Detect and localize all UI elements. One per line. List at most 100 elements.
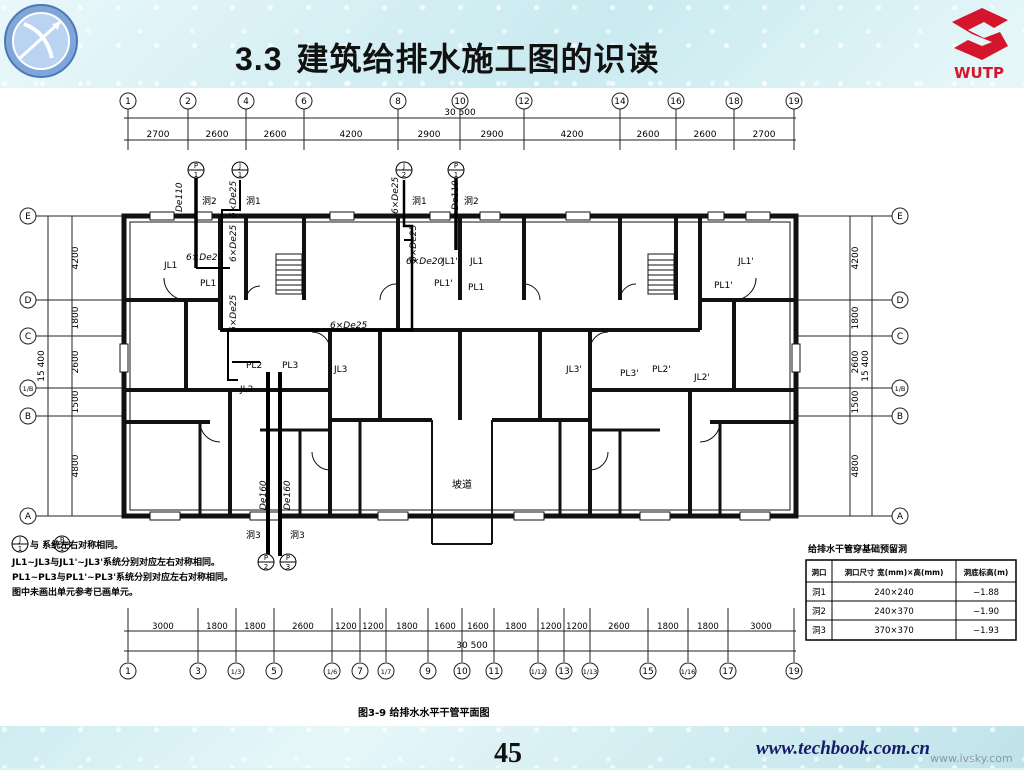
table-cell: 洞3 — [812, 625, 826, 636]
row-axis-label-right: D — [897, 296, 904, 306]
svg-text:P: P — [264, 554, 268, 562]
label-6de25-f: 6×De25 — [330, 321, 367, 331]
table-title: 给排水干管穿基础预留洞 — [808, 543, 907, 555]
label-jl3: JL3 — [333, 365, 347, 375]
label-hole3-a: 洞3 — [246, 530, 261, 541]
top-dimension-label: 2600 — [637, 130, 660, 140]
pipe-symbol-j1: J 1 — [231, 161, 249, 179]
top-axis-label: 16 — [670, 97, 682, 107]
bottom-axis-label: 10 — [456, 667, 468, 677]
bottom-dimension-label: 1800 — [206, 622, 228, 632]
label-6de20-left: 6×De20 — [186, 253, 223, 263]
svg-text:P: P — [194, 162, 198, 170]
top-dimension-label: 2900 — [418, 130, 441, 140]
svg-text:3: 3 — [286, 563, 290, 571]
svg-text:1: 1 — [18, 545, 22, 553]
top-axis-label: 12 — [518, 97, 529, 107]
legend-symbol-j1: J 1 — [11, 535, 29, 553]
bottom-dimension-label: 1800 — [244, 622, 266, 632]
row-axis-label-right: E — [897, 212, 903, 222]
svg-text:1: 1 — [60, 545, 64, 553]
page-number: 45 — [494, 738, 522, 769]
bottom-axis-label: 1/16 — [681, 668, 696, 676]
table-cell: 洞1 — [812, 587, 826, 598]
top-axis-label: 18 — [728, 97, 740, 107]
row-dimension-label-left: 2600 — [71, 350, 81, 373]
bottom-dimension-label: 1800 — [396, 622, 418, 632]
bottom-total-dimension: 30 500 — [456, 641, 488, 651]
pipe-symbol-p3: P 3 — [279, 553, 297, 571]
label-hole2-right: 洞2 — [464, 196, 479, 207]
table-header-cell: 洞口尺寸 宽(mm)×高(mm) — [844, 567, 944, 577]
row-axis-label-right: C — [897, 332, 903, 342]
row-axis-label-left: A — [25, 512, 32, 522]
svg-text:2: 2 — [264, 563, 268, 571]
top-dimension-label: 2900 — [481, 130, 504, 140]
watermark-text: www.ivsky.com — [930, 752, 1013, 765]
pipe-symbol-p1b: P 1 — [447, 161, 465, 179]
bottom-axis-label: 19 — [788, 667, 800, 677]
row-axis-label-left: E — [25, 212, 31, 222]
brand-text: WUTP — [954, 64, 1004, 82]
label-de110-right: De110 — [451, 180, 461, 210]
table-cell: −1.90 — [973, 607, 999, 617]
pipe-symbols: P 1 J 1 J 2 P 1 P 2 P 3 J — [11, 161, 465, 571]
bottom-dimension-label: 2600 — [292, 622, 314, 632]
label-jl1: JL1 — [163, 261, 177, 271]
top-dimension-label: 2600 — [206, 130, 229, 140]
row-dimension-label-right: 1500 — [851, 390, 861, 413]
label-jl3p: JL3' — [565, 365, 582, 375]
row-total-left: 15 400 — [37, 350, 47, 382]
row-axis-label-left: 1/B — [23, 385, 34, 393]
label-jl2: JL2 — [239, 385, 253, 395]
row-axis-label-left: B — [25, 412, 31, 422]
top-axis-label: 10 — [454, 97, 466, 107]
top-axis-label: 14 — [614, 97, 626, 107]
row-dimension-label-left: 1800 — [71, 306, 81, 329]
label-de110-left: De110 — [175, 182, 185, 212]
label-jl1-b: JL1 — [469, 257, 483, 267]
bottom-axis-label: 1/6 — [327, 668, 337, 676]
label-pl1: PL1 — [200, 279, 216, 289]
note-line-3: PL1~PL3与PL1'~PL3'系统分别对应左右对称相同。 — [12, 571, 233, 583]
label-hole1-left: 洞1 — [246, 196, 261, 207]
label-ramp: 坡道 — [452, 478, 472, 491]
label-jl1p-a: JL1' — [441, 257, 458, 267]
bottom-axis-label: 7 — [357, 667, 363, 677]
bottom-dimension-label: 1600 — [467, 622, 489, 632]
row-dimension-label-right: 1800 — [851, 306, 861, 329]
figure-caption: 图3-9 给排水水平干管平面图 — [358, 706, 490, 719]
top-dimension-label: 4200 — [340, 130, 363, 140]
top-dimension-label: 2600 — [264, 130, 287, 140]
section-number: 3.3 — [235, 41, 283, 77]
row-total-right: 15 400 — [861, 350, 871, 382]
label-pl1p-a: PL1' — [434, 279, 453, 289]
stairs — [275, 253, 675, 295]
top-axis-label: 6 — [301, 97, 307, 107]
row-dimension-label-right: 4200 — [851, 246, 861, 269]
table-header-cell: 洞底标高(m) — [963, 567, 1009, 577]
pipe-labels: De110 De110 6×De25 6×De25 6×De25 6×De25 … — [163, 177, 754, 541]
top-axis-label: 4 — [243, 97, 249, 107]
top-axis-label: 2 — [185, 97, 191, 107]
table-cell: 240×370 — [874, 607, 914, 617]
archer-logo-icon — [4, 4, 78, 78]
row-axis-label-left: D — [25, 296, 32, 306]
top-total-dimension: 30 500 — [444, 108, 476, 118]
svg-text:J: J — [402, 162, 405, 170]
label-pl2: PL2 — [246, 361, 262, 371]
svg-text:1: 1 — [238, 171, 242, 179]
bottom-dimension-label: 3000 — [750, 622, 772, 632]
dimension-lines — [47, 117, 873, 652]
svg-text:J: J — [18, 536, 21, 544]
table-cell: −1.88 — [973, 588, 999, 598]
note-line-4: 图中未画出单元参考已画单元。 — [12, 586, 138, 598]
note-line-1: 与 系统左右对称相同。 — [30, 539, 123, 551]
table-cell: 240×240 — [874, 588, 914, 598]
bottom-dimension-label: 1200 — [335, 622, 357, 632]
top-dimension-label: 2700 — [147, 130, 170, 140]
bottom-dimension-label: 1800 — [697, 622, 719, 632]
